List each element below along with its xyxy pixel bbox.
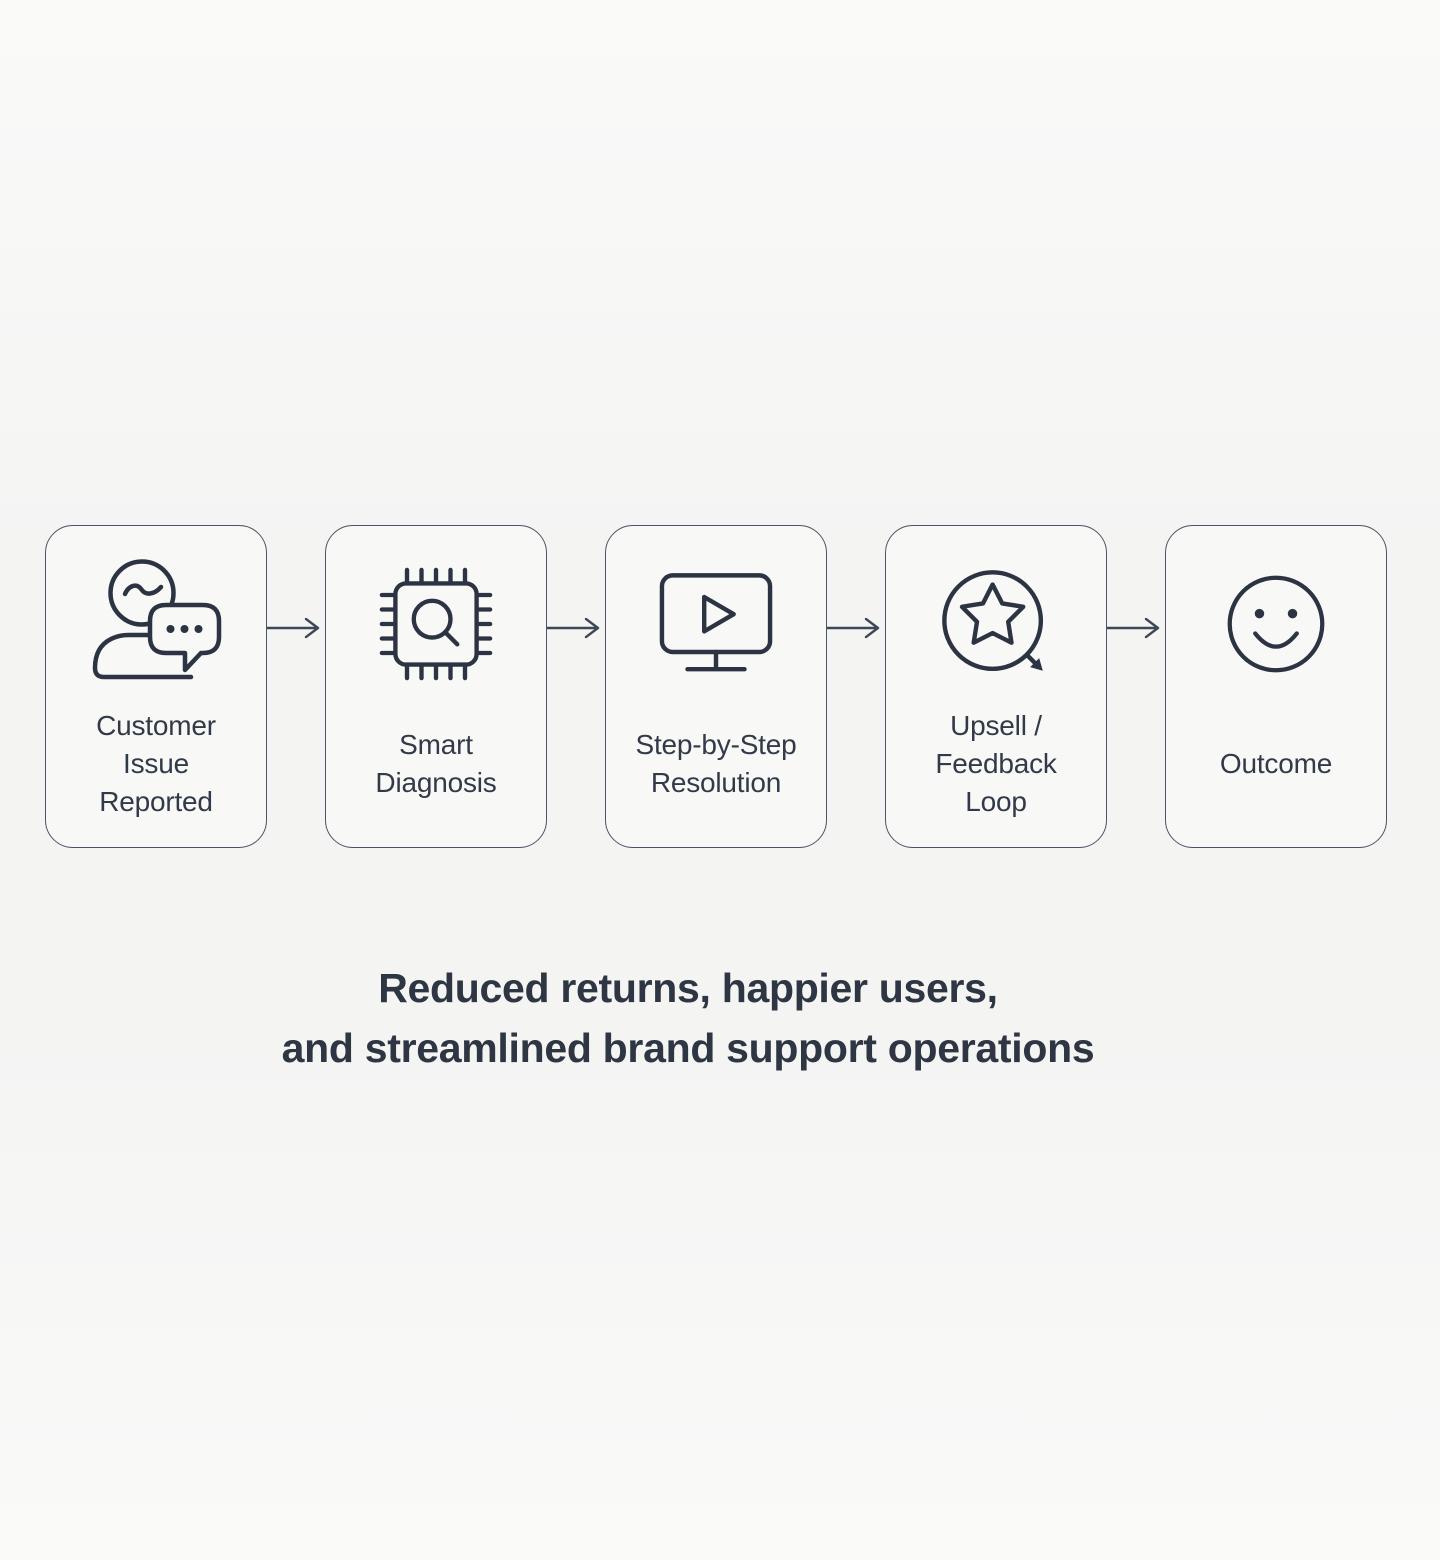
outcome-caption: Reduced returns, happier users, and stre…: [281, 965, 1095, 1071]
step-label: Outcome: [1219, 747, 1333, 779]
flow-connector: [267, 525, 325, 848]
flow-step-customer-issue-reported: Customer Issue Reported: [45, 525, 267, 848]
flow-connector: [827, 525, 885, 848]
chip-search-icon: [379, 567, 493, 681]
icon-wrap: [378, 554, 494, 694]
step-label: Upsell / Feedback Loop: [935, 709, 1057, 817]
icon-wrap: [659, 554, 773, 694]
flow-step-outcome: Outcome: [1165, 525, 1387, 848]
flow-diagram: Customer Issue Reported Smart Diagnosis: [45, 525, 1387, 848]
flow-connector: [547, 525, 605, 848]
monitor-play-icon: [659, 573, 773, 672]
star-loop-icon: [941, 569, 1043, 671]
icon-wrap: [89, 554, 223, 694]
arrow-right-icon: [547, 617, 600, 639]
icon-wrap: [1225, 554, 1327, 694]
flow-step-resolution: Step-by-Step Resolution: [605, 525, 827, 848]
arrow-right-icon: [267, 617, 320, 639]
step-label: Customer Issue Reported: [96, 709, 216, 817]
flow-step-upsell-feedback-loop: Upsell / Feedback Loop: [885, 525, 1107, 848]
icon-wrap: [939, 554, 1054, 694]
step-label: Step-by-Step Resolution: [635, 728, 797, 798]
arrow-right-icon: [1107, 617, 1160, 639]
smiley-face-icon: [1227, 575, 1325, 673]
flow-step-smart-diagnosis: Smart Diagnosis: [325, 525, 547, 848]
arrow-right-icon: [827, 617, 880, 639]
flow-connector: [1107, 525, 1165, 848]
person-chat-icon: [92, 559, 222, 680]
step-label: Smart Diagnosis: [375, 728, 497, 798]
